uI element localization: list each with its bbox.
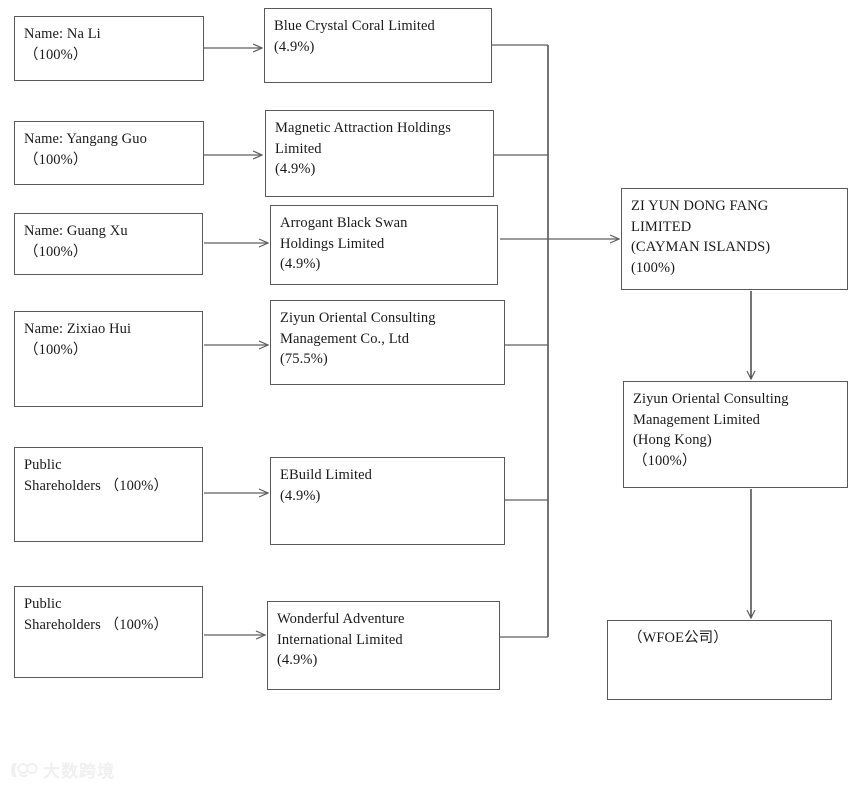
entity-box-ziyun-oriental-cn[interactable]: Ziyun Oriental Consulting Management Co.… — [270, 300, 505, 385]
shareholder-box-public-1[interactable]: Public Shareholders （100%） — [14, 447, 203, 542]
entity-box-ziyun-oriental-hk[interactable]: Ziyun Oriental Consulting Management Lim… — [623, 381, 848, 488]
shareholder-box-yangang-guo[interactable]: Name: Yangang Guo （100%） — [14, 121, 204, 185]
shareholder-box-zixiao-hui[interactable]: Name: Zixiao Hui （100%） — [14, 311, 203, 407]
watermark: 大数跨境 — [10, 757, 115, 782]
watermark-logo-icon — [11, 762, 38, 777]
entity-box-wonderful-adventure[interactable]: Wonderful Adventure International Limite… — [267, 601, 500, 690]
watermark-text: 大数跨境 — [43, 762, 115, 782]
entity-box-blue-crystal-coral[interactable]: Blue Crystal Coral Limited (4.9%) — [264, 8, 492, 83]
entity-box-arrogant-black-swan[interactable]: Arrogant Black Swan Holdings Limited (4.… — [270, 205, 498, 285]
shareholder-box-na-li[interactable]: Name: Na Li （100%） — [14, 16, 204, 81]
entity-box-ebuild[interactable]: EBuild Limited (4.9%) — [270, 457, 505, 545]
entity-box-magnetic-attraction[interactable]: Magnetic Attraction Holdings Limited (4.… — [265, 110, 494, 197]
entity-box-zi-yun-dong-fang-cayman[interactable]: ZI YUN DONG FANG LIMITED (CAYMAN ISLANDS… — [621, 188, 848, 290]
shareholder-box-public-2[interactable]: Public Shareholders （100%） — [14, 586, 203, 678]
entity-box-wfoe[interactable]: （WFOE公司） — [607, 620, 832, 700]
shareholder-box-guang-xu[interactable]: Name: Guang Xu （100%） — [14, 213, 203, 275]
